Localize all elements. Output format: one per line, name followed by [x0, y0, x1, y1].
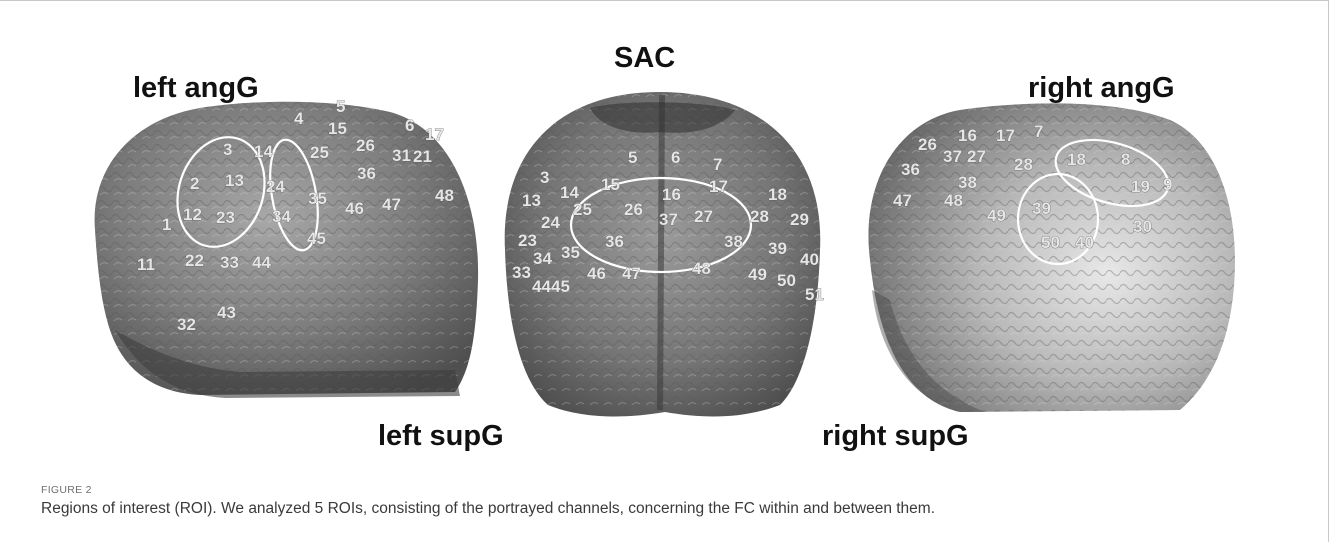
- center-channel-label: 25: [573, 200, 592, 219]
- center-channel-label: 17: [709, 177, 728, 196]
- center-channel-label: 7: [713, 155, 722, 174]
- label-left-angg: left angG: [133, 74, 259, 103]
- right-channel-label: 16: [958, 126, 977, 145]
- left-channel-label: 45: [307, 229, 326, 248]
- center-channel-label: 24: [541, 213, 560, 232]
- center-channel-label: 46: [587, 264, 606, 283]
- center-channel-label: 47: [622, 264, 641, 283]
- center-channel-label: 38: [724, 232, 743, 251]
- center-channel-label: 29: [790, 210, 809, 229]
- left-channel-label: 15: [328, 119, 347, 138]
- left-channel-label: 46: [345, 199, 364, 218]
- left-channel-label: 44: [252, 253, 271, 272]
- right-channel-label: 50: [1041, 233, 1060, 252]
- center-channel-label: 27: [694, 207, 713, 226]
- left-channel-label: 13: [225, 171, 244, 190]
- center-channel-label: 40: [800, 250, 819, 269]
- left-channel-label: 48: [435, 186, 454, 205]
- left-channel-label: 32: [177, 315, 196, 334]
- figure-caption: Regions of interest (ROI). We analyzed 5…: [41, 500, 935, 518]
- right-channel-label: 39: [1032, 199, 1051, 218]
- left-channel-label: 11: [137, 255, 155, 274]
- left-channel-label: 4: [294, 109, 304, 128]
- right-channel-label: 7: [1034, 122, 1043, 141]
- right-channel-label: 48: [944, 191, 963, 210]
- center-channel-label: 51: [805, 285, 824, 304]
- right-channel-label: 28: [1014, 155, 1033, 174]
- center-channel-label: 26: [624, 200, 643, 219]
- center-channel-label: 36: [605, 232, 624, 251]
- left-channel-label: 12: [183, 205, 202, 224]
- right-channel-label: 17: [996, 126, 1015, 145]
- figure-number: FIGURE 2: [41, 484, 92, 496]
- right-channel-label: 49: [987, 206, 1006, 225]
- right-channel-label: 36: [901, 160, 920, 179]
- center-channel-label: 23: [518, 231, 537, 250]
- left-channel-label: 43: [217, 303, 236, 322]
- left-channel-label: 26: [356, 136, 375, 155]
- left-channel-label: 22: [185, 251, 204, 270]
- left-channel-label: 34: [272, 207, 291, 226]
- center-channel-label: 6: [671, 148, 680, 167]
- right-channel-label: 37: [943, 147, 962, 166]
- left-channel-label: 47: [382, 195, 401, 214]
- label-sac: SAC: [614, 44, 675, 73]
- center-channel-label: 15: [601, 175, 620, 194]
- center-channel-label: 49: [748, 265, 767, 284]
- label-right-angg: right angG: [1028, 74, 1175, 103]
- left-channel-label: 17: [425, 125, 444, 144]
- right-brain-view: 16 17 7 26 37 27 18 8 36 38 28 19 9 47 48 49 39 50 40 30: [868, 103, 1235, 412]
- center-channel-label: 18: [768, 185, 787, 204]
- left-channel-label: 21: [413, 147, 432, 166]
- left-channel-label: 2: [190, 174, 199, 193]
- center-channel-label: 45: [551, 277, 570, 296]
- left-channel-label: 1: [162, 215, 171, 234]
- left-channel-label: 36: [357, 164, 376, 183]
- center-channel-label: 50: [777, 271, 796, 290]
- left-channel-label: 31: [392, 146, 411, 165]
- center-channel-label: 35: [561, 243, 580, 262]
- left-channel-label: 24: [266, 177, 285, 196]
- center-channel-label: 28: [750, 207, 769, 226]
- right-channel-label: 8: [1121, 150, 1130, 169]
- center-channel-label: 5: [628, 148, 637, 167]
- label-left-supg: left supG: [378, 422, 504, 451]
- center-channel-label: 44: [532, 277, 551, 296]
- center-channel-label: 39: [768, 239, 787, 258]
- left-channel-label: 33: [220, 253, 239, 272]
- right-channel-label: 30: [1133, 217, 1152, 236]
- right-channel-label: 9: [1163, 175, 1172, 194]
- label-right-supg: right supG: [822, 422, 969, 451]
- center-channel-label: 37: [659, 210, 678, 229]
- center-channel-label: 16: [662, 185, 681, 204]
- left-channel-label: 5: [336, 97, 345, 116]
- center-channel-label: 13: [522, 191, 541, 210]
- left-channel-label: 14: [254, 142, 273, 161]
- center-channel-label: 3: [540, 168, 549, 187]
- left-channel-label: 6: [405, 116, 414, 135]
- left-channel-label: 23: [216, 208, 235, 227]
- right-channel-label: 40: [1075, 233, 1094, 252]
- right-channel-label: 18: [1067, 150, 1086, 169]
- right-channel-label: 38: [958, 173, 977, 192]
- right-channel-label: 26: [918, 135, 937, 154]
- left-channel-label: 35: [308, 189, 327, 208]
- right-channel-label: 27: [967, 147, 986, 166]
- right-channel-label: 19: [1131, 177, 1150, 196]
- center-channel-label: 48: [692, 259, 711, 278]
- right-channel-label: 47: [893, 191, 912, 210]
- center-channel-label: 33: [512, 263, 531, 282]
- center-channel-label: 34: [533, 249, 552, 268]
- left-channel-label: 3: [223, 140, 232, 159]
- left-channel-label: 25: [310, 143, 329, 162]
